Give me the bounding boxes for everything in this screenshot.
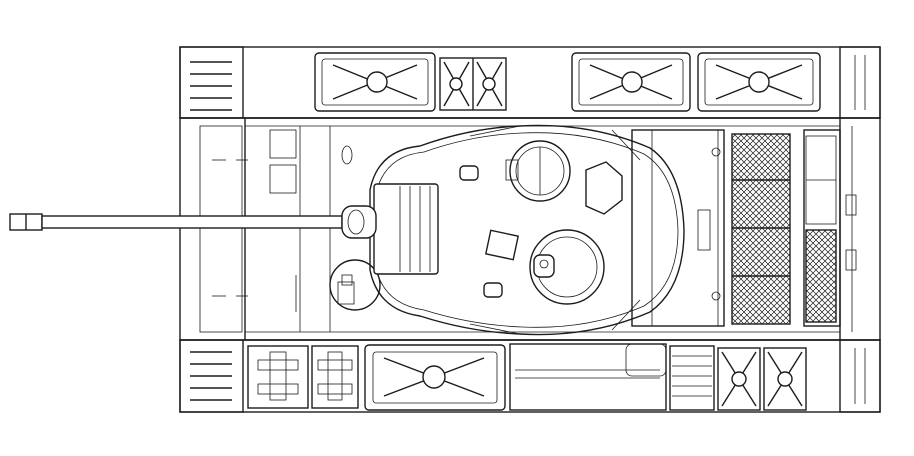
- stowage-boxes: [247, 343, 715, 411]
- left-track: [179, 46, 881, 119]
- turret: [369, 124, 685, 336]
- engine-grilles: [731, 133, 837, 325]
- stowage-boxes: [314, 52, 821, 112]
- fuel-drums: [717, 347, 807, 411]
- loader-hatch: [529, 161, 623, 305]
- commander-cupola: [505, 140, 571, 202]
- right-track: [179, 339, 881, 413]
- main-gun: [9, 205, 377, 239]
